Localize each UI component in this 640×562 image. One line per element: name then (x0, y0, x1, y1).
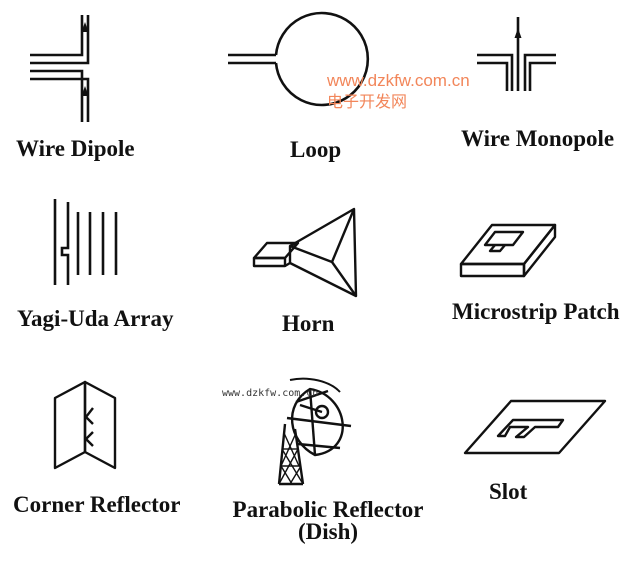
loop-label: Loop (290, 137, 342, 162)
watermark-url: www.dzkfw.com.cn (327, 71, 470, 90)
microstrip-patch-label: Microstrip Patch (452, 299, 620, 324)
parabolic-dish-icon (277, 377, 352, 486)
wire-monopole-icon (477, 17, 556, 91)
horn-label: Horn (282, 311, 335, 336)
microstrip-patch-icon (459, 223, 557, 278)
parabolic-reflector-label-line2: (Dish) (297, 519, 359, 544)
corner-reflector-label: Corner Reflector (13, 492, 181, 517)
loop-icon (228, 11, 370, 107)
wire-dipole-label: Wire Dipole (16, 136, 135, 161)
corner-reflector-icon (53, 380, 117, 470)
yagi-uda-label: Yagi-Uda Array (17, 306, 174, 331)
parabolic-reflector-label: Parabolic Reflector (232, 497, 424, 522)
slot-label: Slot (489, 479, 528, 504)
horn-icon (252, 207, 358, 298)
watermark-site-name: 电子开发网 (327, 92, 408, 111)
slot-icon (463, 399, 607, 455)
watermark-url-small: www.dzkfw.com.cn (222, 388, 319, 399)
wire-monopole-label: Wire Monopole (461, 126, 615, 151)
yagi-uda-icon (53, 199, 118, 285)
wire-dipole-icon (30, 15, 90, 122)
